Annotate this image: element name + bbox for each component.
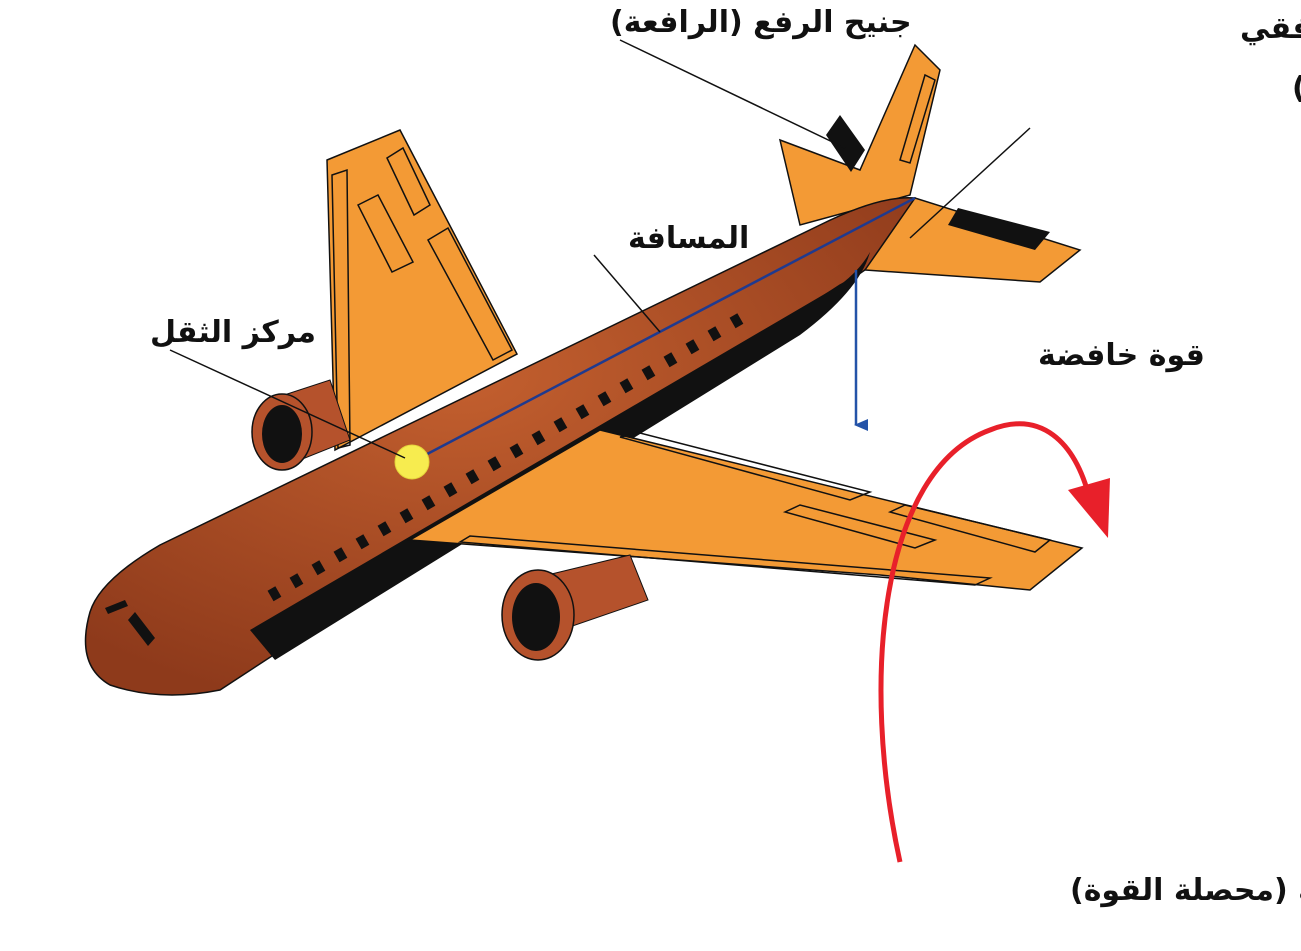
distance-line — [411, 196, 916, 464]
horizontal-stabilizer-label-line1: المُقرِ الأفقي — [1240, 9, 1301, 51]
vertical-stabilizer — [778, 43, 941, 226]
near-engine — [501, 554, 649, 661]
resultant-force-label: القوة الناتجة (محصلة القوة) — [1070, 873, 1301, 908]
fuselage-windows — [267, 313, 744, 602]
far-wing — [326, 129, 519, 452]
horizontal-stabilizer — [863, 197, 1082, 283]
elevator-label: جنيح الرفع (الرافعة) — [610, 5, 912, 40]
distance-label: المسافة — [628, 221, 749, 256]
center-of-gravity-label: مركز الثقل — [150, 315, 316, 350]
horizontal-stabilizer-label-line2: (السطح الثابت الأفقي) — [1292, 69, 1301, 106]
far-engine — [251, 379, 351, 471]
leader-lines — [169, 39, 1031, 459]
resultant-force-arrow — [878, 421, 1110, 863]
downforce-label: قوة خافضة — [1038, 338, 1205, 373]
center-of-gravity-marker — [394, 444, 430, 480]
fuselage — [84, 196, 916, 696]
near-wing — [407, 429, 1084, 591]
